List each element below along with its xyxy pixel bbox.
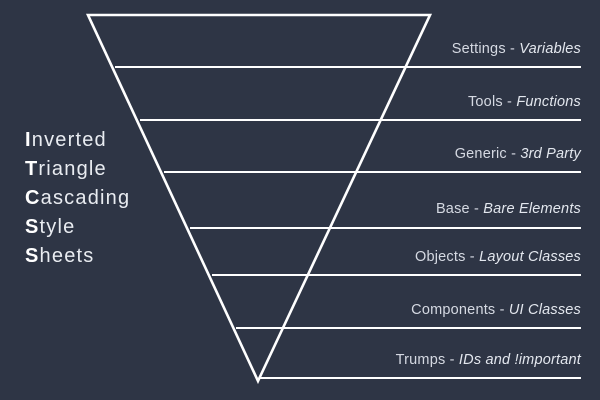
layer-label-generic: Generic - 3rd Party (455, 146, 581, 162)
layer-description: IDs and !important (458, 352, 581, 368)
layer-description: Layout Classes (479, 249, 581, 265)
layer-separator: - (469, 201, 484, 217)
acronym-word-remainder: ascading (40, 187, 131, 209)
layer-name: Settings (451, 41, 506, 57)
layer-name: Trumps (395, 352, 446, 368)
layer-name: Objects (415, 249, 466, 265)
acronym-initial: S (25, 245, 40, 267)
layer-description: 3rd Party (520, 146, 581, 162)
triangle-shape (85, 13, 433, 385)
layer-label-base: Base - Bare Elements (436, 201, 581, 217)
layer-name: Base (435, 201, 470, 217)
layer-name: Generic (454, 146, 507, 162)
acronym-line-4: Style (25, 213, 175, 242)
layer-name: Tools (467, 94, 503, 110)
layer-label-tools: Tools - Functions (468, 94, 581, 110)
layer-description: Functions (516, 94, 581, 110)
acronym-word-remainder: tyle (39, 216, 76, 238)
layer-separator: - (506, 146, 521, 162)
layer-name: Components (411, 302, 496, 318)
layer-separator: - (445, 352, 459, 368)
acronym-initial: I (25, 129, 32, 151)
acronym-initial: S (25, 216, 40, 238)
acronym-line-2: Triangle (25, 155, 175, 184)
acronym-line-1: Inverted (25, 126, 175, 155)
layer-separator: - (465, 249, 480, 265)
acronym-word-remainder: heets (39, 245, 95, 267)
layer-separator: - (495, 302, 509, 318)
acronym-word-remainder: riangle (38, 158, 107, 180)
layer-separator: - (505, 41, 520, 57)
acronym-line-3: Cascading (25, 184, 175, 213)
acronym-initial: C (25, 187, 41, 209)
triangle-outline (85, 13, 433, 385)
layer-label-trumps: Trumps - IDs and !important (396, 352, 581, 368)
layer-label-settings: Settings - Variables (452, 41, 581, 57)
layer-description: UI Classes (508, 302, 581, 318)
layer-label-components: Components - UI Classes (411, 302, 581, 318)
layer-divider-lines (115, 66, 581, 379)
layer-separator: - (502, 94, 517, 110)
layer-label-objects: Objects - Layout Classes (415, 249, 581, 265)
acronym-word-remainder: nverted (31, 129, 107, 151)
layer-description: Variables (519, 41, 581, 57)
layer-description: Bare Elements (483, 201, 581, 217)
acronym-initial: T (25, 158, 39, 180)
acronym-line-5: Sheets (25, 242, 175, 271)
